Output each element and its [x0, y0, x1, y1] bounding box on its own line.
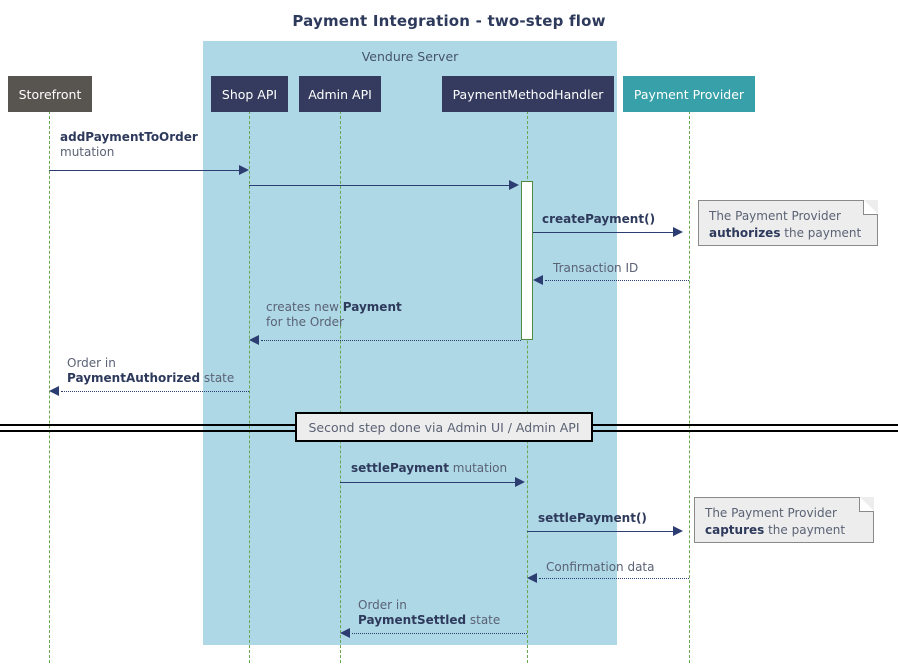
message-label-order-authorized-line1: Order in	[67, 356, 116, 370]
message-label-order-settled-bold: PaymentSettled	[358, 613, 467, 627]
note-authorizes-rest: the payment	[780, 226, 862, 240]
note-fold-shade-icon-2	[860, 497, 874, 511]
note-fold-shade-icon	[864, 200, 878, 214]
message-label-add-payment-to-order-bold: addPaymentToOrder	[60, 130, 198, 144]
arrowhead-confirmation-data	[527, 573, 537, 583]
lifeline-payment-method-handler	[527, 111, 528, 663]
lifeline-admin-api	[340, 111, 341, 663]
message-label-transaction-id: Transaction ID	[553, 261, 639, 275]
message-label-creates-new-payment-pre: creates new	[266, 300, 343, 314]
note-captures-line2: captures the payment	[705, 522, 863, 539]
arrowhead-settle-payment-mutation	[515, 477, 525, 487]
note-captures: The Payment Provider captures the paymen…	[694, 497, 874, 543]
participant-admin-api[interactable]: Admin API	[299, 76, 381, 112]
participant-storefront[interactable]: Storefront	[8, 76, 92, 112]
message-label-settle-payment-mutation-post: mutation	[448, 461, 508, 475]
participant-shop-api[interactable]: Shop API	[211, 76, 288, 112]
arrowhead-creates-new-payment	[249, 335, 259, 345]
message-label-settle-payment-mutation: settlePayment mutation	[351, 461, 507, 476]
message-label-confirmation-data: Confirmation data	[546, 560, 655, 574]
arrowhead-shop-api-to-handler	[509, 180, 519, 190]
message-label-order-payment-authorized: Order in PaymentAuthorized state	[67, 356, 234, 386]
message-arrow-confirmation-data	[539, 578, 689, 579]
message-label-order-settled-post: state	[466, 613, 501, 627]
message-arrow-order-payment-authorized	[61, 391, 249, 392]
message-label-settle-payment-call-bold: settlePayment()	[538, 511, 647, 525]
note-captures-line1: The Payment Provider	[705, 506, 837, 520]
arrowhead-transaction-id	[533, 275, 543, 285]
message-arrow-settle-payment-call	[527, 531, 675, 532]
arrowhead-settle-payment-call	[673, 526, 683, 536]
message-arrow-settle-payment-mutation	[340, 482, 517, 483]
arrowhead-add-payment-to-order	[239, 165, 249, 175]
lifeline-payment-provider	[689, 111, 690, 663]
note-authorizes: The Payment Provider authorizes the paym…	[698, 200, 878, 246]
divider-label-box: Second step done via Admin UI / Admin AP…	[295, 412, 593, 442]
message-label-creates-new-payment-bold: Payment	[342, 300, 402, 314]
message-label-creates-new-payment: creates new Payment for the Order	[266, 300, 402, 330]
message-arrow-create-payment	[533, 232, 675, 233]
participant-payment-method-handler[interactable]: PaymentMethodHandler	[442, 76, 614, 112]
message-label-create-payment-bold: createPayment()	[542, 212, 656, 226]
message-label-order-authorized-post: state	[200, 371, 235, 385]
note-captures-rest: the payment	[764, 523, 846, 537]
arrowhead-create-payment	[673, 227, 683, 237]
note-authorizes-line1: The Payment Provider	[709, 209, 841, 223]
message-label-settle-payment-mutation-bold: settlePayment	[351, 461, 449, 475]
arrowhead-order-payment-settled	[340, 628, 350, 638]
message-arrow-order-payment-settled	[352, 633, 527, 634]
message-arrow-add-payment-to-order	[49, 170, 241, 171]
message-label-settle-payment-call: settlePayment()	[538, 511, 647, 526]
lifeline-shop-api	[249, 111, 250, 663]
message-arrow-creates-new-payment	[261, 340, 521, 341]
participant-payment-provider[interactable]: Payment Provider	[623, 76, 755, 112]
note-captures-bold: captures	[705, 523, 765, 537]
message-label-add-payment-to-order-sub: mutation	[60, 145, 115, 159]
message-arrow-shop-api-to-handler	[249, 185, 511, 186]
message-label-order-settled-line1: Order in	[358, 598, 407, 612]
message-label-creates-new-payment-sub: for the Order	[266, 315, 344, 329]
note-authorizes-line2: authorizes the payment	[709, 225, 867, 242]
note-authorizes-bold: authorizes	[709, 226, 781, 240]
diagram-title: Payment Integration - two-step flow	[292, 12, 606, 30]
arrowhead-order-payment-authorized	[49, 386, 59, 396]
group-box-vendure-server	[203, 41, 617, 645]
message-arrow-transaction-id	[545, 280, 689, 281]
group-label-vendure-server: Vendure Server	[361, 49, 459, 64]
message-label-order-authorized-bold: PaymentAuthorized	[67, 371, 201, 385]
activation-bar-payment-method-handler	[521, 181, 533, 340]
message-label-order-payment-settled: Order in PaymentSettled state	[358, 598, 500, 628]
message-label-create-payment: createPayment()	[542, 212, 655, 227]
message-label-add-payment-to-order: addPaymentToOrder mutation	[60, 130, 198, 160]
